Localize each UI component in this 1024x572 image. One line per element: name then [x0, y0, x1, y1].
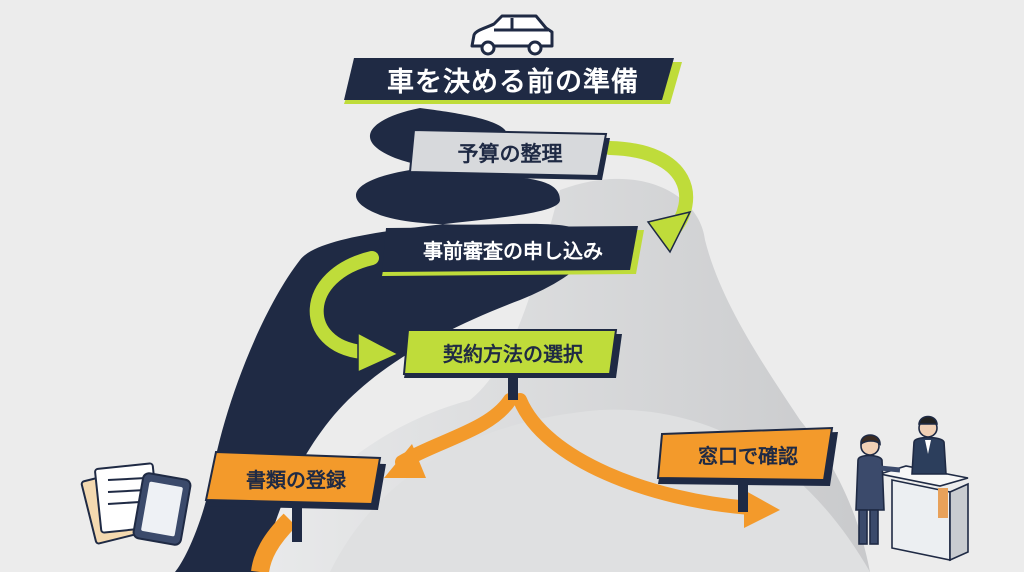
post-step-2	[506, 274, 516, 300]
orange-arrow-right-head	[744, 490, 780, 528]
post-branch-1	[292, 508, 302, 542]
title-banner: 車を決める前の準備	[344, 58, 682, 108]
step-label-2: 事前審査の申し込み	[423, 238, 603, 263]
post-step-3	[508, 376, 518, 400]
service-counter-illustration	[855, 415, 969, 562]
step-label-1: 予算の整理	[457, 142, 563, 166]
documents-and-tablet-icon	[80, 462, 192, 546]
branch-sign-counter: 窓口で確認	[656, 426, 838, 486]
step-sign-pre-screening: 事前審査の申し込み	[382, 226, 644, 276]
branch-sign-documents: 書類の登録	[204, 450, 386, 510]
post-branch-2	[738, 484, 748, 512]
step-sign-contract-method: 契約方法の選択	[402, 329, 622, 378]
lime-arrow-right-head	[646, 210, 692, 254]
lime-arrow-left	[309, 251, 379, 359]
lime-arrow-left-head	[357, 331, 400, 374]
orange-arrow-down	[251, 513, 297, 572]
branch-label-1: 書類の登録	[246, 467, 346, 492]
car-icon	[470, 14, 554, 56]
step-sign-budget: 予算の整理	[408, 128, 610, 180]
branch-label-2: 窓口で確認	[698, 443, 798, 468]
orange-arrow-right	[513, 393, 757, 515]
orange-arrow-left-head	[384, 444, 426, 478]
step-label-3: 契約方法の選択	[443, 341, 583, 366]
title-text: 車を決める前の準備	[387, 66, 639, 98]
post-step-1	[508, 180, 518, 204]
